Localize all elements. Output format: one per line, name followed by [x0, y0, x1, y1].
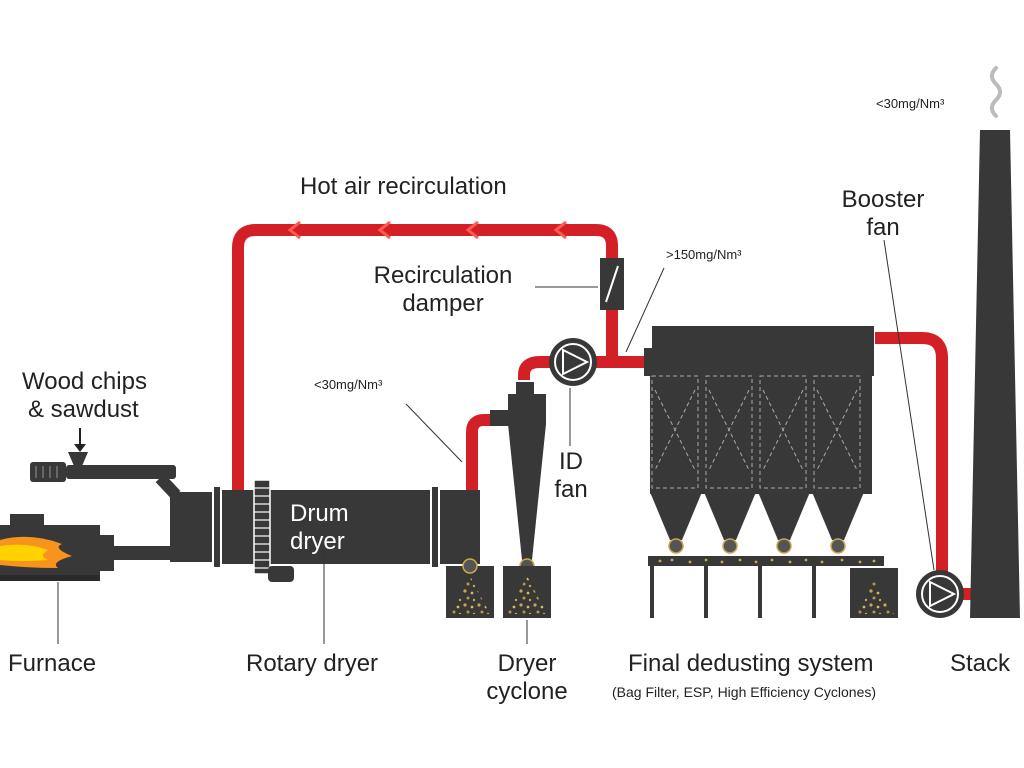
- hot-air-recirculation-label: Hot air recirculation: [300, 173, 507, 200]
- screw-conveyor-icon: [30, 452, 181, 500]
- recirculation-damper-label: Recirculation damper: [358, 262, 528, 317]
- fan-icon: [549, 338, 597, 386]
- rotary-drum-dryer: [170, 479, 480, 582]
- furnace: [0, 514, 114, 581]
- hopper-icon: [68, 452, 88, 466]
- booster-fan-line1: Booster: [841, 186, 925, 213]
- id-fan-line2: fan: [554, 475, 588, 503]
- dryer-outlet-pipe: [466, 414, 512, 490]
- final-dedusting-unit: [644, 326, 898, 618]
- smoke-icon: [990, 66, 1002, 118]
- wood-chips-line2: & sawdust: [28, 395, 139, 423]
- stack-label: Stack: [950, 650, 1011, 677]
- dryer-cyclone-line1: Dryer: [497, 650, 557, 677]
- pipework: [232, 224, 982, 600]
- cyclone-to-fan-pipe: [518, 356, 552, 381]
- booster-fan-label: Booster fan: [830, 186, 936, 241]
- drum-dryer-line2: dryer: [290, 527, 345, 555]
- id-fan-label: ID fan: [548, 448, 594, 503]
- booster-fan-icon: [916, 570, 964, 618]
- final-dedusting-sublabel: (Bag Filter, ESP, High Efficiency Cyclon…: [612, 684, 877, 700]
- id-fan-line1: ID: [559, 448, 583, 475]
- dryer-cyclone: [490, 382, 551, 618]
- dryer-cyclone-line2: cyclone: [486, 677, 568, 705]
- emission-dryer-outlet-label: <30mg/Nm³: [314, 377, 383, 392]
- recirculation-damper-line2: damper: [402, 289, 484, 317]
- feed-arrow-icon: [74, 444, 86, 452]
- drive-motor: [268, 566, 294, 582]
- recirculation-damper-line1: Recirculation: [373, 262, 513, 289]
- furnace-label: Furnace: [8, 650, 97, 677]
- booster-fan-line2: fan: [866, 213, 900, 241]
- flow-arrow-icon: [287, 220, 567, 240]
- rotary-dryer-label: Rotary dryer: [246, 650, 379, 677]
- dryer-cyclone-label: Dryer cyclone: [472, 650, 582, 705]
- emission-stack-label: <30mg/Nm³: [876, 96, 945, 111]
- stack: [970, 66, 1020, 618]
- drum-dryer-line1: Drum: [290, 500, 349, 527]
- dryer-discharge-hopper: [446, 558, 494, 618]
- filter-to-booster-pipe: [875, 332, 948, 572]
- wood-chips-line1: Wood chips: [22, 368, 147, 395]
- leader-lines: [57, 239, 935, 644]
- emission-id-fan-outlet-label: >150mg/Nm³: [666, 247, 742, 262]
- final-dedusting-label: Final dedusting system: [628, 650, 874, 677]
- recirculation-pipe: [232, 224, 618, 495]
- wood-chips-label: Wood chips & sawdust: [22, 368, 147, 423]
- damper-icon: [600, 258, 624, 310]
- drum-dryer-label: Drum dryer: [290, 500, 349, 555]
